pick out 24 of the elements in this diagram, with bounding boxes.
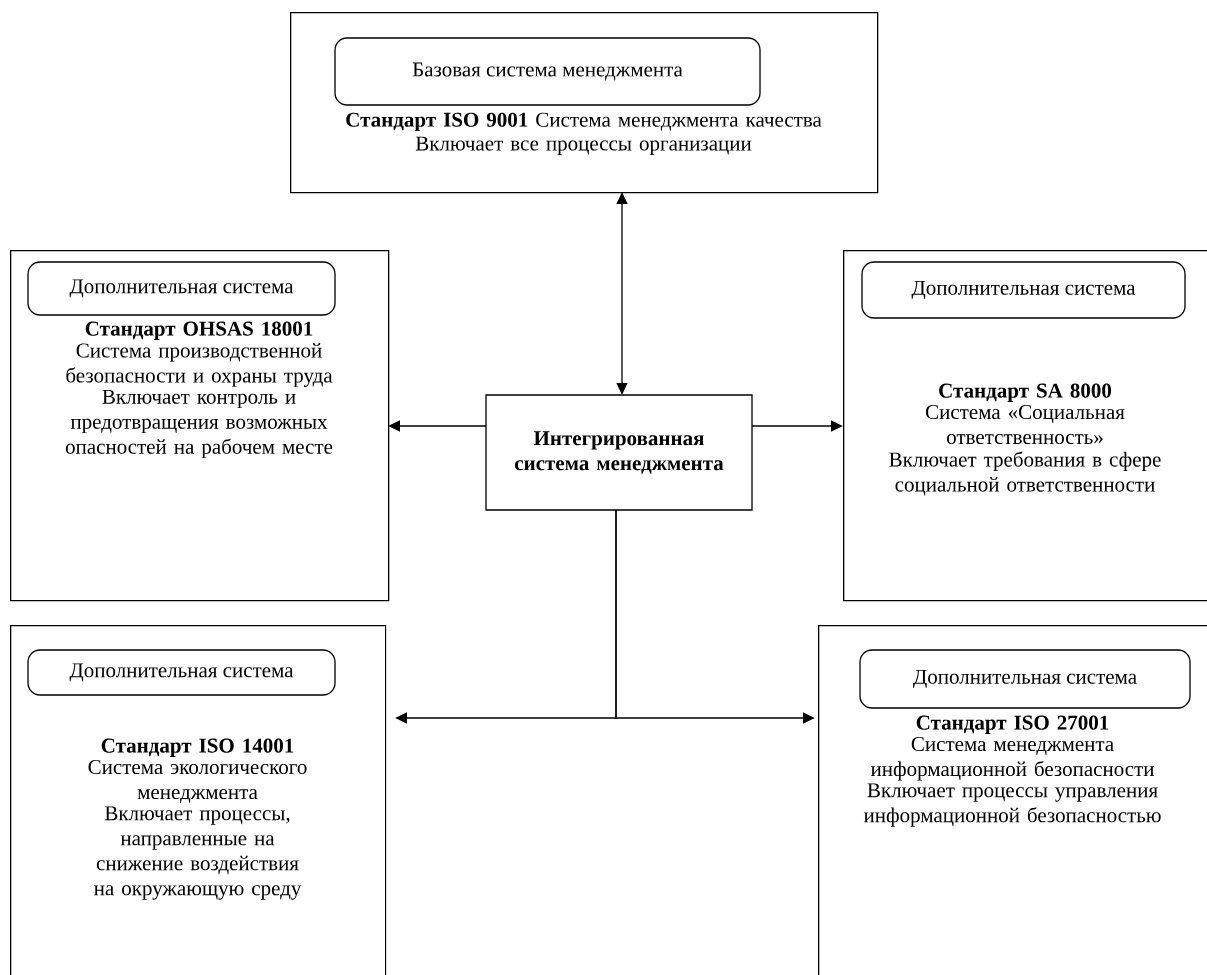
description-text: Система производственной безопасности и охраны труда — [66, 343, 333, 387]
description-text: Включает процессы управления информационной безопасностью — [863, 783, 1161, 827]
standard-name: Стандарт SA 8000 — [939, 383, 1112, 402]
arrow — [751, 420, 843, 432]
header-box: Базовая система менеджмента — [334, 37, 761, 106]
description-text: Включает процессы, направленные на снижение воздействия на окружающую среду — [94, 806, 302, 900]
arrow — [388, 420, 487, 432]
standard-name: Стандарт OHSAS 18001 — [85, 321, 313, 340]
description-text: Система экологического менеджмента — [88, 760, 307, 803]
description-text: Система «Социальная ответственность» — [926, 405, 1125, 445]
description-text: Включает все процессы организации — [415, 136, 752, 155]
header-box: Дополнительная система — [861, 261, 1186, 319]
arrow — [615, 509, 815, 724]
standard-name: Стандарт ISO 27001 — [916, 715, 1109, 734]
description-text: Стандарт ISO 9001 Система менеджмента качества — [346, 112, 822, 132]
description-text: Включает требования в сфере социальной ответственности — [889, 451, 1161, 496]
description-text: Система менеджмента информационной безопасности — [870, 737, 1154, 781]
standard-name: Стандарт ISO 14001 — [101, 738, 294, 757]
header-box: Дополнительная система — [27, 649, 336, 696]
arrow — [616, 192, 628, 395]
header-box: Дополнительная система — [27, 261, 336, 316]
description-text: Включает контроль и предотвращения возможных опасностей на рабочем месте — [65, 389, 333, 459]
header-box: Дополнительная система — [859, 649, 1191, 709]
integrated-system-box: Интегрированная система менеджмента — [485, 394, 753, 511]
